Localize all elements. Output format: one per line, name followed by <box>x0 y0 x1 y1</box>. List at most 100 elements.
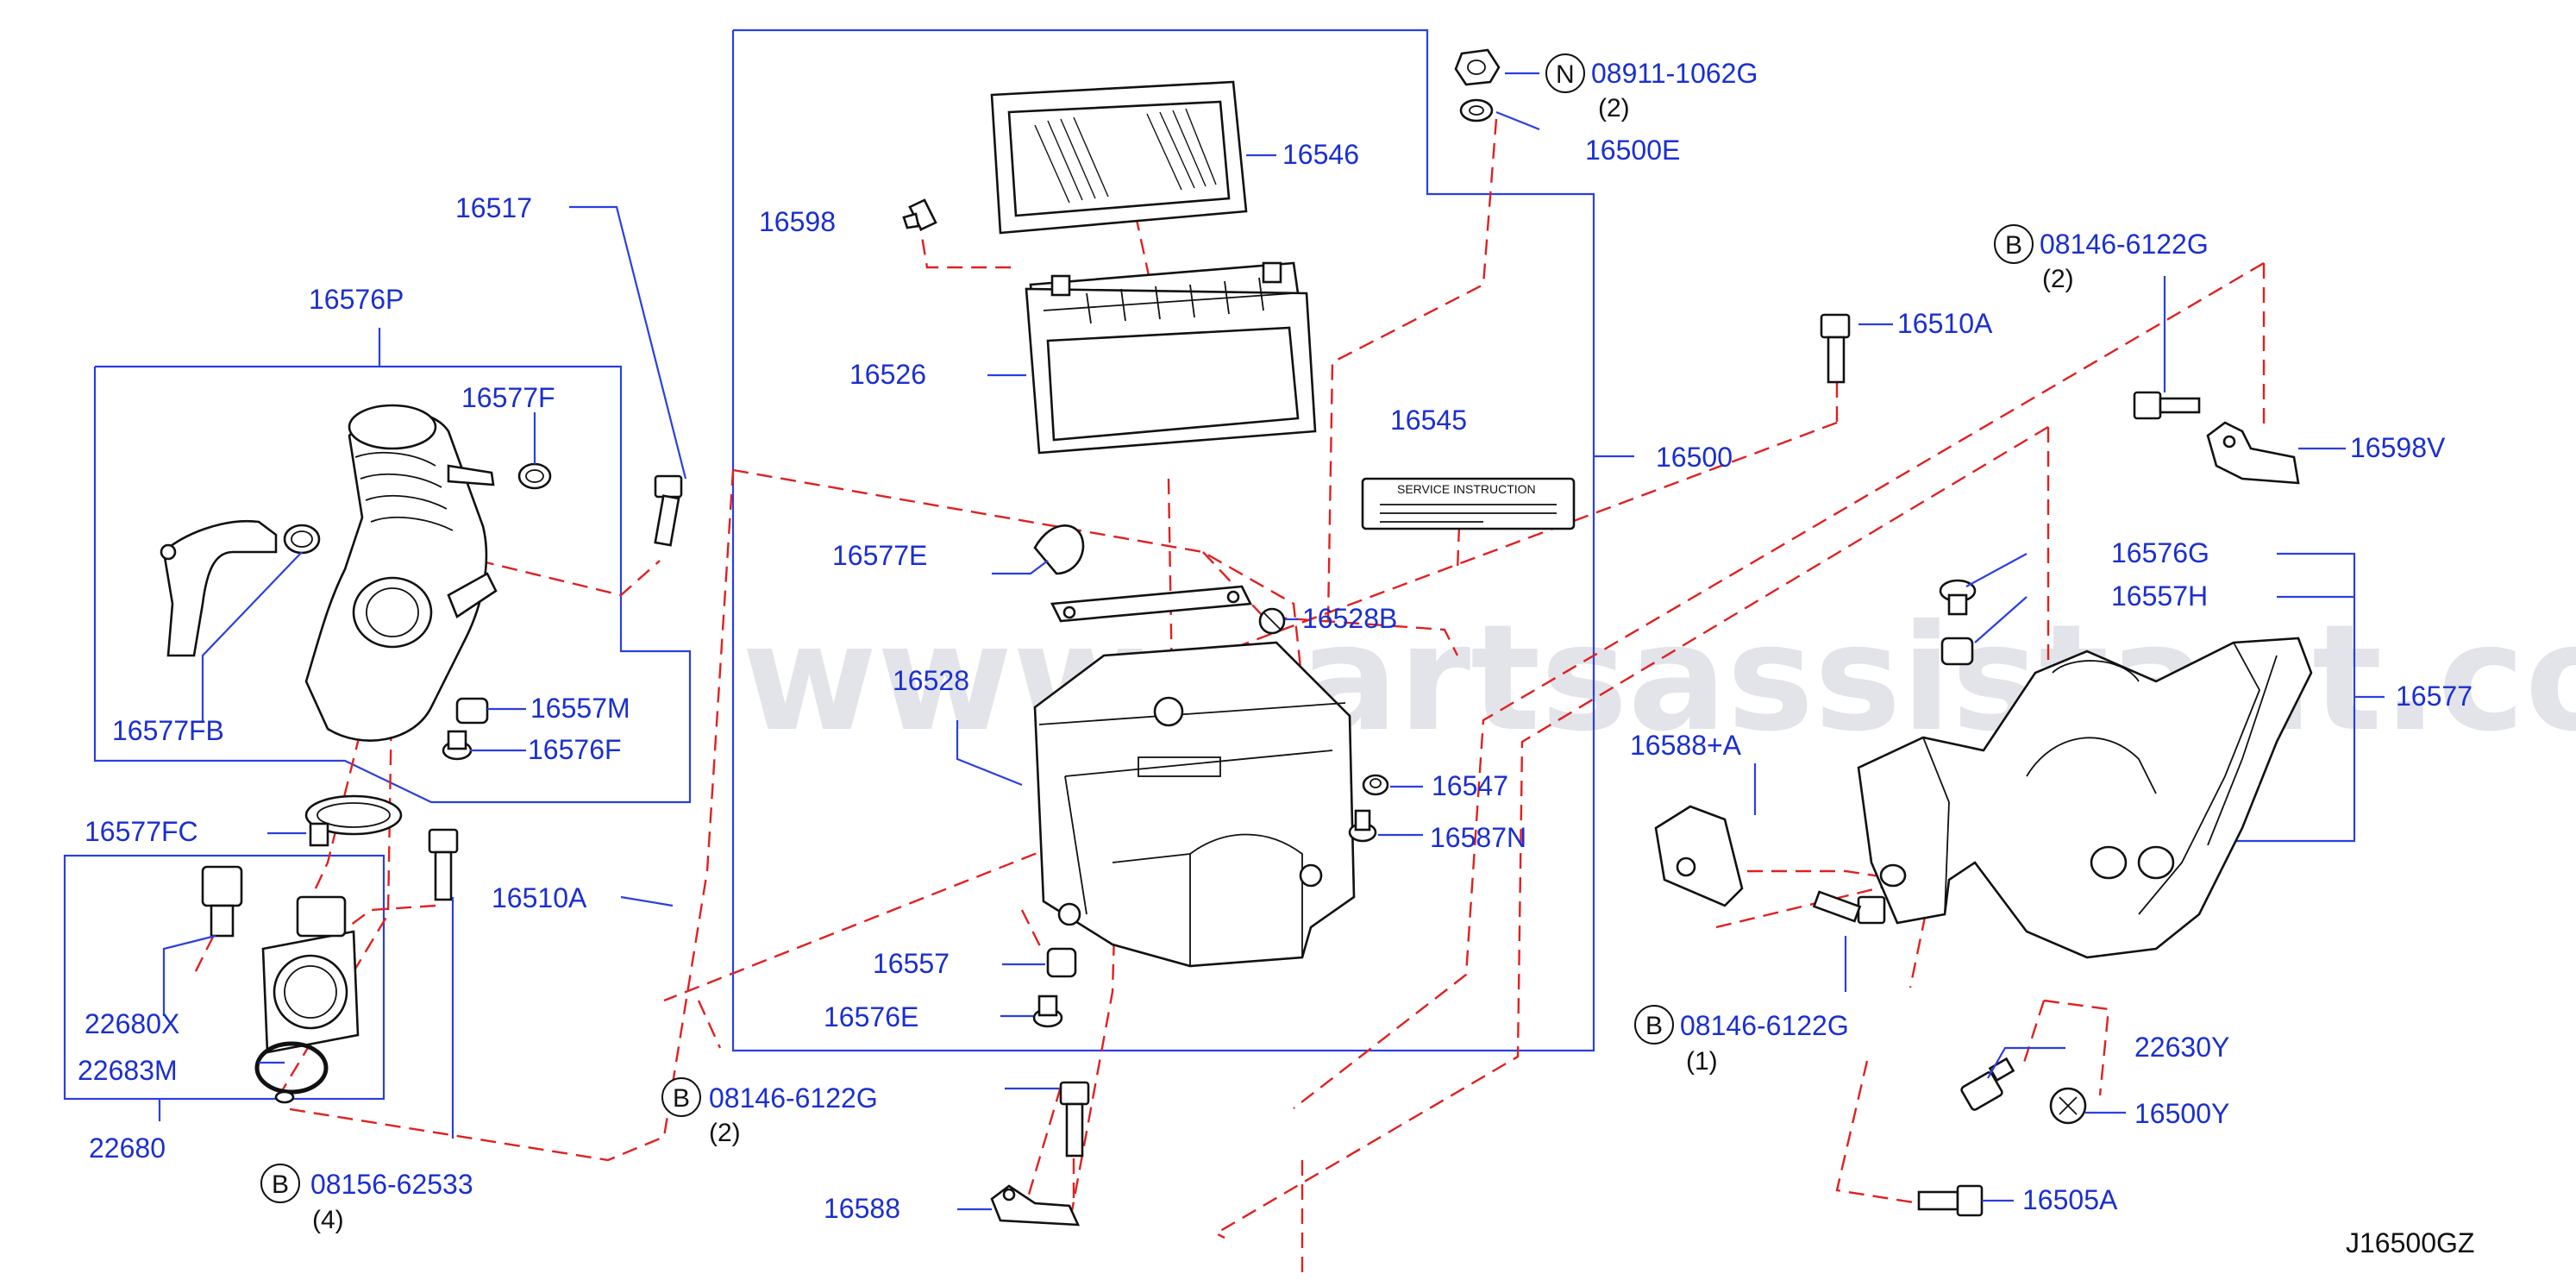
label-16577F: 16577F <box>461 382 555 413</box>
mount-16576F-drawing <box>442 730 473 761</box>
label-16510A-right: 16510A <box>1897 308 1993 339</box>
bracket-16577E-drawing <box>1033 524 1253 623</box>
mount-16576E-drawing <box>1032 995 1063 1028</box>
label-16528B: 16528B <box>1302 603 1397 634</box>
bolt-bottom-left-part: 08156-62533 <box>310 1169 473 1200</box>
clip-16598-drawing <box>902 198 937 231</box>
circle-b-bottom-left <box>260 1164 300 1203</box>
lower-case-drawing <box>1033 641 1356 968</box>
bolt-top-right-part: 08146-6122G <box>2040 229 2209 260</box>
mount-16557M-drawing <box>455 697 489 725</box>
label-service-text: SERVICE <box>1397 482 1450 496</box>
cap-16500Y-drawing <box>2049 1087 2087 1125</box>
label-16557: 16557 <box>873 948 950 979</box>
circle-b-top-right <box>1994 224 2034 264</box>
label-16505A: 16505A <box>2022 1184 2118 1215</box>
label-16545: 16545 <box>1390 405 1467 436</box>
frame-16500 <box>731 28 1634 1052</box>
letter-b-mid-right: B <box>1645 1012 1663 1040</box>
label-22630Y: 22630Y <box>2134 1032 2229 1063</box>
letter-b-bottom-mid: B <box>673 1084 690 1113</box>
label-16598V: 16598V <box>2350 432 2446 463</box>
circle-n-top <box>1545 53 1585 93</box>
frame-16576P <box>93 328 692 804</box>
bolt-bottom-left-drawing <box>274 1090 295 1104</box>
resonator-16577-drawing <box>1857 637 2313 959</box>
bolt-16510A-left-drawing <box>428 828 459 901</box>
service-label-drawing: SERVICE INSTRUCTION <box>1361 477 1576 530</box>
bracket-16598V-drawing <box>2206 421 2300 485</box>
nut-top-qty: (2) <box>1598 94 1630 122</box>
label-16576P: 16576P <box>309 284 404 315</box>
label-16500: 16500 <box>1656 442 1733 473</box>
bracket-16588A-drawing <box>1654 805 1744 907</box>
circle-b-bottom-mid <box>661 1077 701 1117</box>
letter-n-top: N <box>1556 60 1575 89</box>
label-16557M: 16557M <box>530 693 630 724</box>
hose-16577FB-drawing <box>160 519 278 657</box>
label-16517: 16517 <box>455 192 532 223</box>
sensor-22680X-drawing <box>201 865 243 938</box>
frame-22680 <box>63 854 385 1121</box>
nut-top-drawing <box>1454 48 1501 86</box>
bolt-16510A-right-drawing <box>1820 313 1851 384</box>
mount-16557H-drawing <box>1940 637 1974 666</box>
label-16577: 16577 <box>2396 681 2473 712</box>
clamp-16577F-drawing <box>517 462 552 490</box>
bolt-16517-drawing <box>654 474 683 547</box>
air-duct-drawing <box>304 404 498 742</box>
label-16576G: 16576G <box>2111 537 2209 568</box>
circle-b-mid-right <box>1634 1005 1674 1045</box>
label-22680X: 22680X <box>85 1008 179 1039</box>
mount-16557-drawing <box>1046 947 1077 978</box>
label-16587N: 16587N <box>1430 822 1526 853</box>
washer-16500E-drawing <box>1459 98 1494 122</box>
bolt-bottom-mid-drawing <box>1059 1081 1090 1158</box>
label-16557H: 16557H <box>2111 580 2208 612</box>
fastener-labels: 08911-1062G (2) 08146-6122G (2) 08146-61… <box>310 58 2209 1234</box>
nut-top-part: 08911-1062G <box>1591 58 1758 89</box>
clamp-16577FB-drawing <box>283 524 321 555</box>
upper-case-drawing <box>1025 261 1317 455</box>
label-16510A-left: 16510A <box>492 882 587 913</box>
bolt-top-right-qty: (2) <box>2042 265 2074 293</box>
bolt-mid-right-drawing <box>1812 890 1886 925</box>
frame-16577 <box>2225 552 2385 843</box>
letter-b-top-right: B <box>2005 231 2022 260</box>
label-16547: 16547 <box>1432 770 1508 801</box>
bolt-bottom-mid-part: 08146-6122G <box>709 1082 878 1114</box>
label-16576F: 16576F <box>528 734 622 765</box>
label-22680: 22680 <box>89 1133 166 1164</box>
part-labels: 16546 16598 16526 16545 16500 16577E 165… <box>78 135 2473 1224</box>
label-16577FC: 16577FC <box>85 816 198 847</box>
label-16526: 16526 <box>849 359 926 390</box>
bolt-16505A-drawing <box>1917 1184 1984 1217</box>
bolt-mid-right-part: 08146-6122G <box>1680 1010 1849 1041</box>
clamp-16577FC-drawing <box>304 794 403 847</box>
letter-b-bottom-left: B <box>272 1170 289 1199</box>
label-16576E: 16576E <box>824 1001 918 1032</box>
sensor-22630Y-drawing <box>1960 1057 2015 1111</box>
label-instruction-text: INSTRUCTION <box>1453 482 1536 496</box>
diagram-reference: J16500GZ <box>2346 1227 2474 1258</box>
label-16588: 16588 <box>824 1193 900 1224</box>
throttle-22680-drawing <box>261 895 360 1054</box>
leader-lines <box>162 72 2346 1211</box>
label-16500Y: 16500Y <box>2134 1098 2229 1129</box>
label-16577E: 16577E <box>832 540 927 571</box>
label-16588A: 16588+A <box>1630 730 1742 761</box>
air-filter-element-drawing <box>990 80 1248 235</box>
bolt-mid-right-qty: (1) <box>1686 1047 1718 1076</box>
label-16546: 16546 <box>1282 139 1359 170</box>
label-16528: 16528 <box>893 665 969 696</box>
label-22683M: 22683M <box>78 1055 178 1086</box>
circled-letters: N B B B B <box>260 53 2034 1203</box>
label-16500E: 16500E <box>1585 135 1680 166</box>
bolt-bottom-left-qty: (4) <box>312 1206 344 1234</box>
bolt-top-right-drawing <box>2133 391 2201 420</box>
grommet-16547-drawing <box>1362 774 1389 796</box>
oring-22683M-drawing <box>254 1041 329 1095</box>
label-16598: 16598 <box>759 206 836 237</box>
label-16577FB: 16577FB <box>112 715 224 746</box>
